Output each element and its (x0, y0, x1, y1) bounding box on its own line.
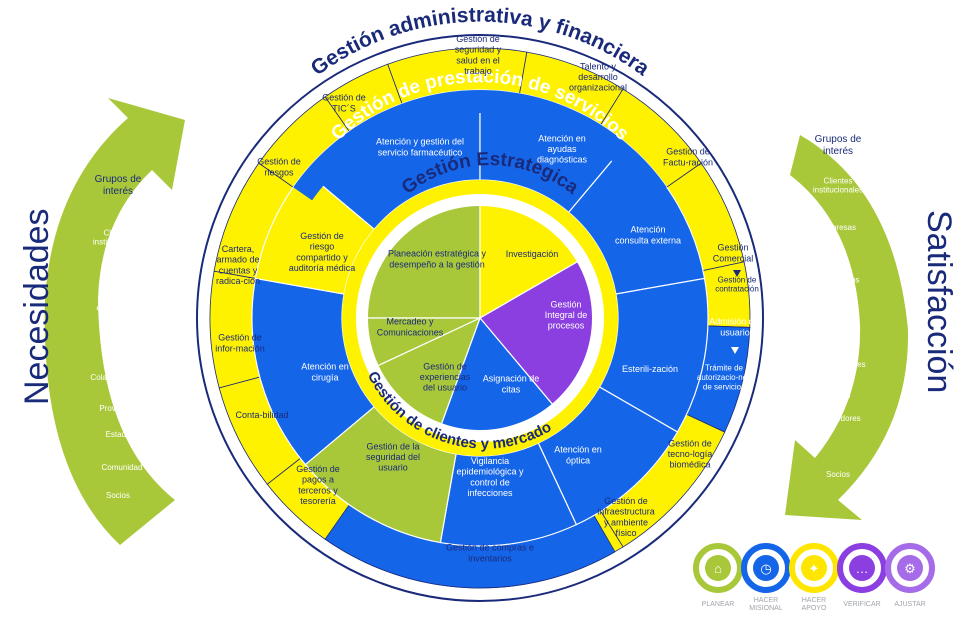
stakeholder-item: Socios (106, 491, 130, 500)
stakeholder-item: Colaborado-res (810, 360, 865, 369)
stakeholder-item: Estado (826, 391, 851, 400)
service-ring (251, 89, 709, 547)
lightbulb-icon-glyph: ✦ (809, 561, 820, 576)
arrow-down-icon (733, 270, 741, 277)
phva-label: AJUSTAR (894, 601, 925, 608)
right-cycle-arrow (785, 135, 909, 520)
clock-icon (753, 555, 779, 581)
stakeholder-item: Comunidad (102, 463, 143, 472)
service-segment-label: Esterili-zación (622, 364, 678, 374)
service-title-band (293, 90, 667, 201)
core-segment-label: Investigación (506, 249, 559, 259)
gear-icon (897, 555, 923, 581)
admin-segment-label: Conta-bilidad (235, 410, 288, 420)
phva-label: VERIFICAR (843, 601, 880, 608)
stakeholder-item: Proveedores (99, 404, 144, 413)
needs-label: Necesidades (18, 208, 56, 405)
phva-ring (741, 543, 791, 593)
stakeholder-item: Proveedores (815, 414, 860, 423)
clock-icon-glyph: ◷ (760, 561, 771, 576)
stakeholder-item: Empresas (104, 267, 140, 276)
house-icon (705, 555, 731, 581)
satisfaction-label: Satisfacción (920, 210, 958, 393)
stakeholder-item: Empresas (820, 223, 856, 232)
admin-ring (209, 47, 751, 589)
phva-ring (789, 543, 839, 593)
gear-icon-glyph: ⚙ (904, 561, 916, 576)
house-icon-glyph: ⌂ (714, 561, 722, 576)
left-cycle-arrow (44, 98, 186, 545)
stakeholder-item: Estado (106, 430, 131, 439)
phva-ring (837, 543, 887, 593)
arrow-down-icon (731, 347, 739, 354)
chat-icon-glyph: … (856, 561, 869, 576)
stakeholder-item: Colabora-dores (90, 373, 145, 382)
phva-ring (693, 543, 743, 593)
phva-label: PLANEAR (702, 601, 735, 608)
process-wheel (196, 34, 764, 602)
stakeholder-item: Socios (826, 470, 850, 479)
chat-icon (849, 555, 875, 581)
phva-ring (885, 543, 935, 593)
lightbulb-icon (801, 555, 827, 581)
